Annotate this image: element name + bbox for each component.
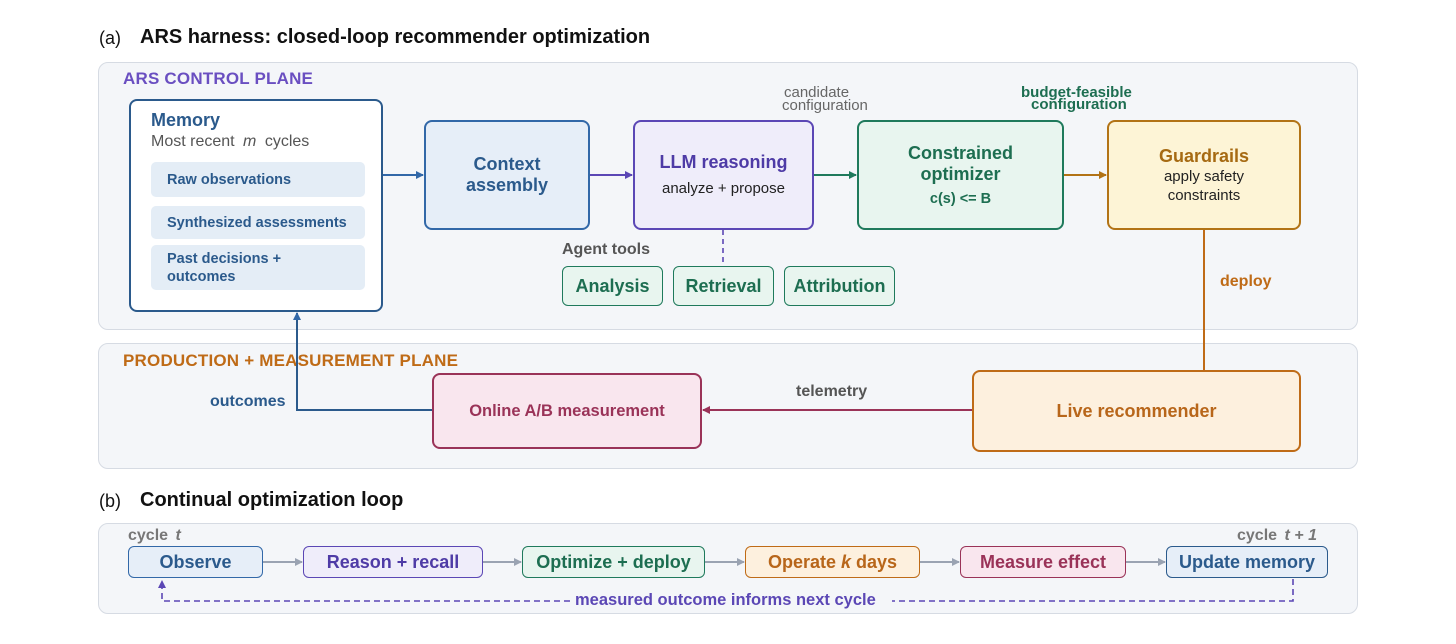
llm-reasoning-title: LLM reasoning (659, 152, 788, 172)
tool-analysis: Analysis (562, 266, 663, 306)
cycle-start-label: cycle t (128, 527, 181, 545)
memory-subtitle-var: m (243, 133, 257, 150)
tool-retrieval: Retrieval (673, 266, 774, 306)
deploy-label: deploy (1220, 273, 1272, 290)
step-measure-effect: Measure effect (960, 546, 1126, 578)
live-recommender-box: Live recommender (972, 370, 1301, 452)
memory-subtitle-prefix: Most recent (151, 133, 235, 150)
context-assembly-title: Context assembly (465, 154, 549, 195)
memory-item-raw-observations: Raw observations (151, 162, 365, 197)
guardrails-title: Guardrails (1158, 145, 1250, 166)
context-assembly-box: Context assembly (424, 120, 590, 230)
production-plane-label: PRODUCTION + MEASUREMENT PLANE (123, 351, 459, 370)
step-operate-suffix: days (856, 551, 898, 572)
feedback-label: measured outcome informs next cycle (575, 591, 876, 609)
budget-label-line2: configuration (1031, 96, 1127, 113)
memory-title: Memory (151, 110, 221, 130)
step-update-memory: Update memory (1166, 546, 1328, 578)
ab-measurement-title: Online A/B measurement (469, 401, 665, 420)
cycle-start-var: t (175, 527, 181, 544)
budget-label-line1: budget-feasible (1021, 84, 1132, 101)
memory-box: Memory Most recent m cycles Raw observat… (129, 99, 383, 312)
guardrails-subtitle: apply safety constraints (1163, 167, 1245, 204)
cycle-end-label: cycle t + 1 (1237, 527, 1317, 545)
step-optimize-deploy: Optimize + deploy (522, 546, 705, 578)
guardrails-box: Guardrails apply safety constraints (1107, 120, 1301, 230)
feedback-line-right (892, 579, 1294, 602)
cycle-end-prefix: cycle (1237, 527, 1278, 544)
memory-subtitle: Most recent m cycles (151, 133, 309, 151)
cycle-start-prefix: cycle (128, 527, 169, 544)
outcomes-label: outcomes (210, 393, 286, 410)
step-observe: Observe (128, 546, 263, 578)
step-operate: Operate k days (745, 546, 920, 578)
panel-a-title: ARS harness: closed-loop recommender opt… (140, 26, 651, 48)
agent-tools-label: Agent tools (562, 241, 650, 258)
panel-b-letter: (b) (99, 491, 121, 511)
llm-reasoning-subtitle: analyze + propose (661, 180, 785, 197)
feedback-line-left (158, 580, 570, 602)
memory-item-synthesized-assessments: Synthesized assessments (151, 206, 365, 239)
llm-reasoning-box: LLM reasoning analyze + propose (633, 120, 814, 230)
constrained-optimizer-title: Constrained optimizer (907, 143, 1013, 184)
memory-subtitle-suffix: cycles (264, 133, 310, 150)
candidate-label-line1: candidate (784, 84, 850, 101)
tool-attribution: Attribution (784, 266, 895, 306)
telemetry-label: telemetry (796, 383, 868, 400)
optimizer-formula: c(s) <= B (929, 191, 992, 207)
ab-measurement-box: Online A/B measurement (432, 373, 702, 449)
step-reason-recall: Reason + recall (303, 546, 483, 578)
arrow-outcomes-to-memory (293, 312, 432, 411)
cycle-end-var: t + 1 (1284, 527, 1317, 544)
control-plane-label: ARS CONTROL PLANE (123, 69, 314, 88)
panel-b-title: Continual optimization loop (140, 489, 404, 511)
constrained-optimizer-box: Constrained optimizer c(s) <= B (857, 120, 1064, 230)
step-operate-prefix: Operate (767, 551, 836, 572)
panel-a-letter: (a) (99, 28, 121, 48)
step-operate-var: k (840, 551, 851, 572)
live-recommender-title: Live recommender (1056, 400, 1217, 421)
memory-item-past-decisions: Past decisions + outcomes (151, 245, 365, 290)
candidate-label-line2: configuration (782, 97, 868, 114)
